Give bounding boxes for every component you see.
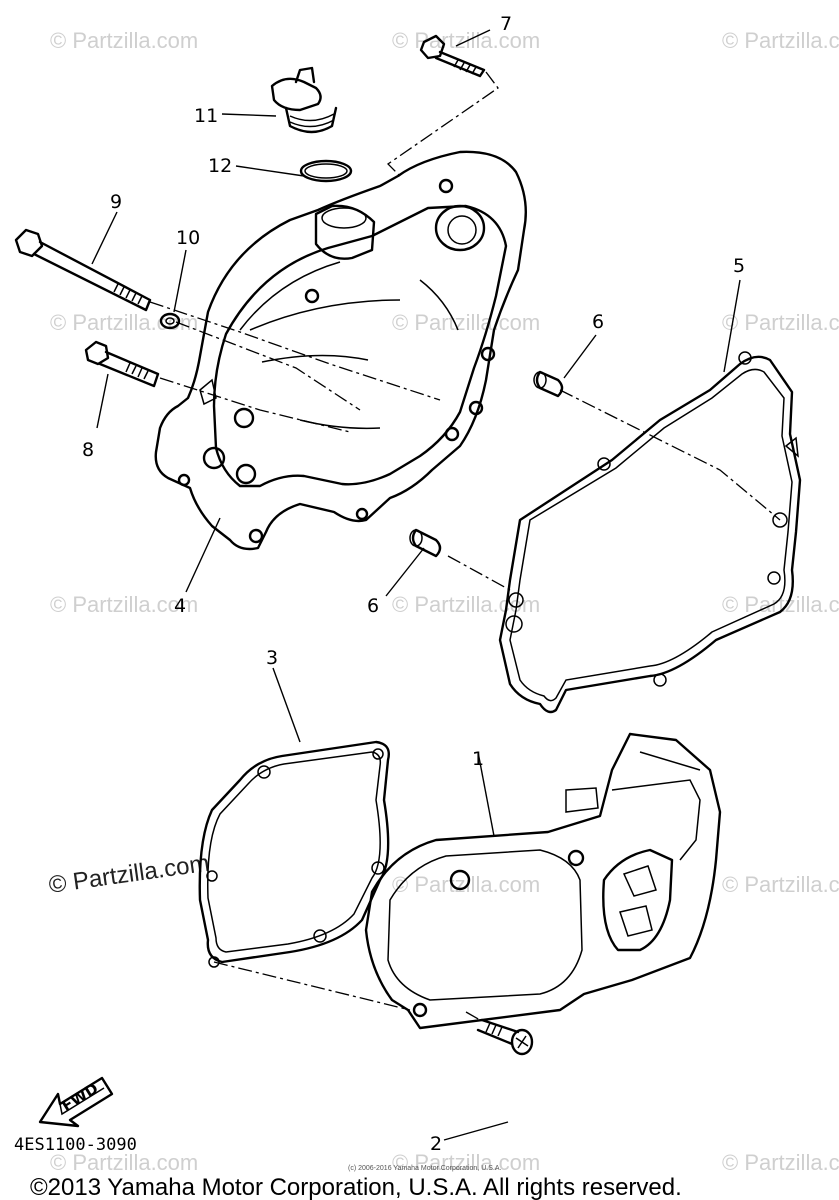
- washer-10: [159, 312, 181, 330]
- dowel-pin-6-lower: [409, 528, 442, 558]
- alignment-lines: [149, 71, 781, 1021]
- bolt-2: [476, 1018, 534, 1056]
- callout-5: 5: [733, 255, 745, 277]
- callout-9: 9: [110, 191, 122, 213]
- gasket-5: [498, 351, 802, 714]
- watermark-main: © Partzilla.com: [47, 850, 211, 899]
- copyright-notice: ©2013 Yamaha Motor Corporation, U.S.A. A…: [30, 1174, 682, 1200]
- callout-11: 11: [194, 105, 218, 127]
- gasket-3: [198, 740, 390, 968]
- callout-3: 3: [266, 647, 278, 669]
- fwd-label: FWD: [59, 1079, 102, 1115]
- callout-7: 7: [500, 13, 512, 35]
- crankcase-cover-1: [364, 732, 722, 1030]
- callout-1: 1: [472, 748, 484, 770]
- callout-12: 12: [208, 155, 232, 177]
- dowel-pin-6-upper: [533, 370, 564, 398]
- callouts: 7 11 12 9 10 5 6 8 4 6 3 1 2: [82, 13, 745, 1155]
- leader-lines: [91, 29, 741, 1141]
- bolt-9: [14, 228, 152, 312]
- watermark: © Partzilla.com: [392, 310, 540, 335]
- watermark: © Partzilla.com: [722, 872, 839, 897]
- oil-cap-11: [270, 66, 338, 134]
- fine-print: (c) 2006-2016 Yamaha Motor Corporation, …: [348, 1165, 501, 1172]
- bolt-8: [84, 340, 160, 388]
- callout-4: 4: [174, 595, 186, 617]
- watermark: © Partzilla.com: [50, 592, 198, 617]
- watermark: © Partzilla.com: [50, 1150, 198, 1175]
- callout-10: 10: [176, 227, 200, 249]
- watermarks: © Partzilla.com © Partzilla.com © Partzi…: [47, 28, 839, 1175]
- crankcase-cover-4: [154, 150, 527, 551]
- watermark: © Partzilla.com: [722, 310, 839, 335]
- diagram-part-number: 4ES1100-3090: [14, 1135, 137, 1155]
- bolt-7: [419, 34, 486, 78]
- callout-2: 2: [430, 1133, 442, 1155]
- callout-8: 8: [82, 439, 94, 461]
- watermark: © Partzilla.com: [722, 592, 839, 617]
- o-ring-12: [299, 159, 353, 183]
- callout-6: 6: [367, 595, 379, 617]
- watermark: © Partzilla.com: [50, 28, 198, 53]
- watermark: © Partzilla.com: [392, 872, 540, 897]
- fwd-arrow: FWD: [38, 1076, 114, 1128]
- watermark: © Partzilla.com: [722, 1150, 839, 1175]
- watermark: © Partzilla.com: [722, 28, 839, 53]
- watermark: © Partzilla.com: [392, 1150, 540, 1175]
- callout-6: 6: [592, 311, 604, 333]
